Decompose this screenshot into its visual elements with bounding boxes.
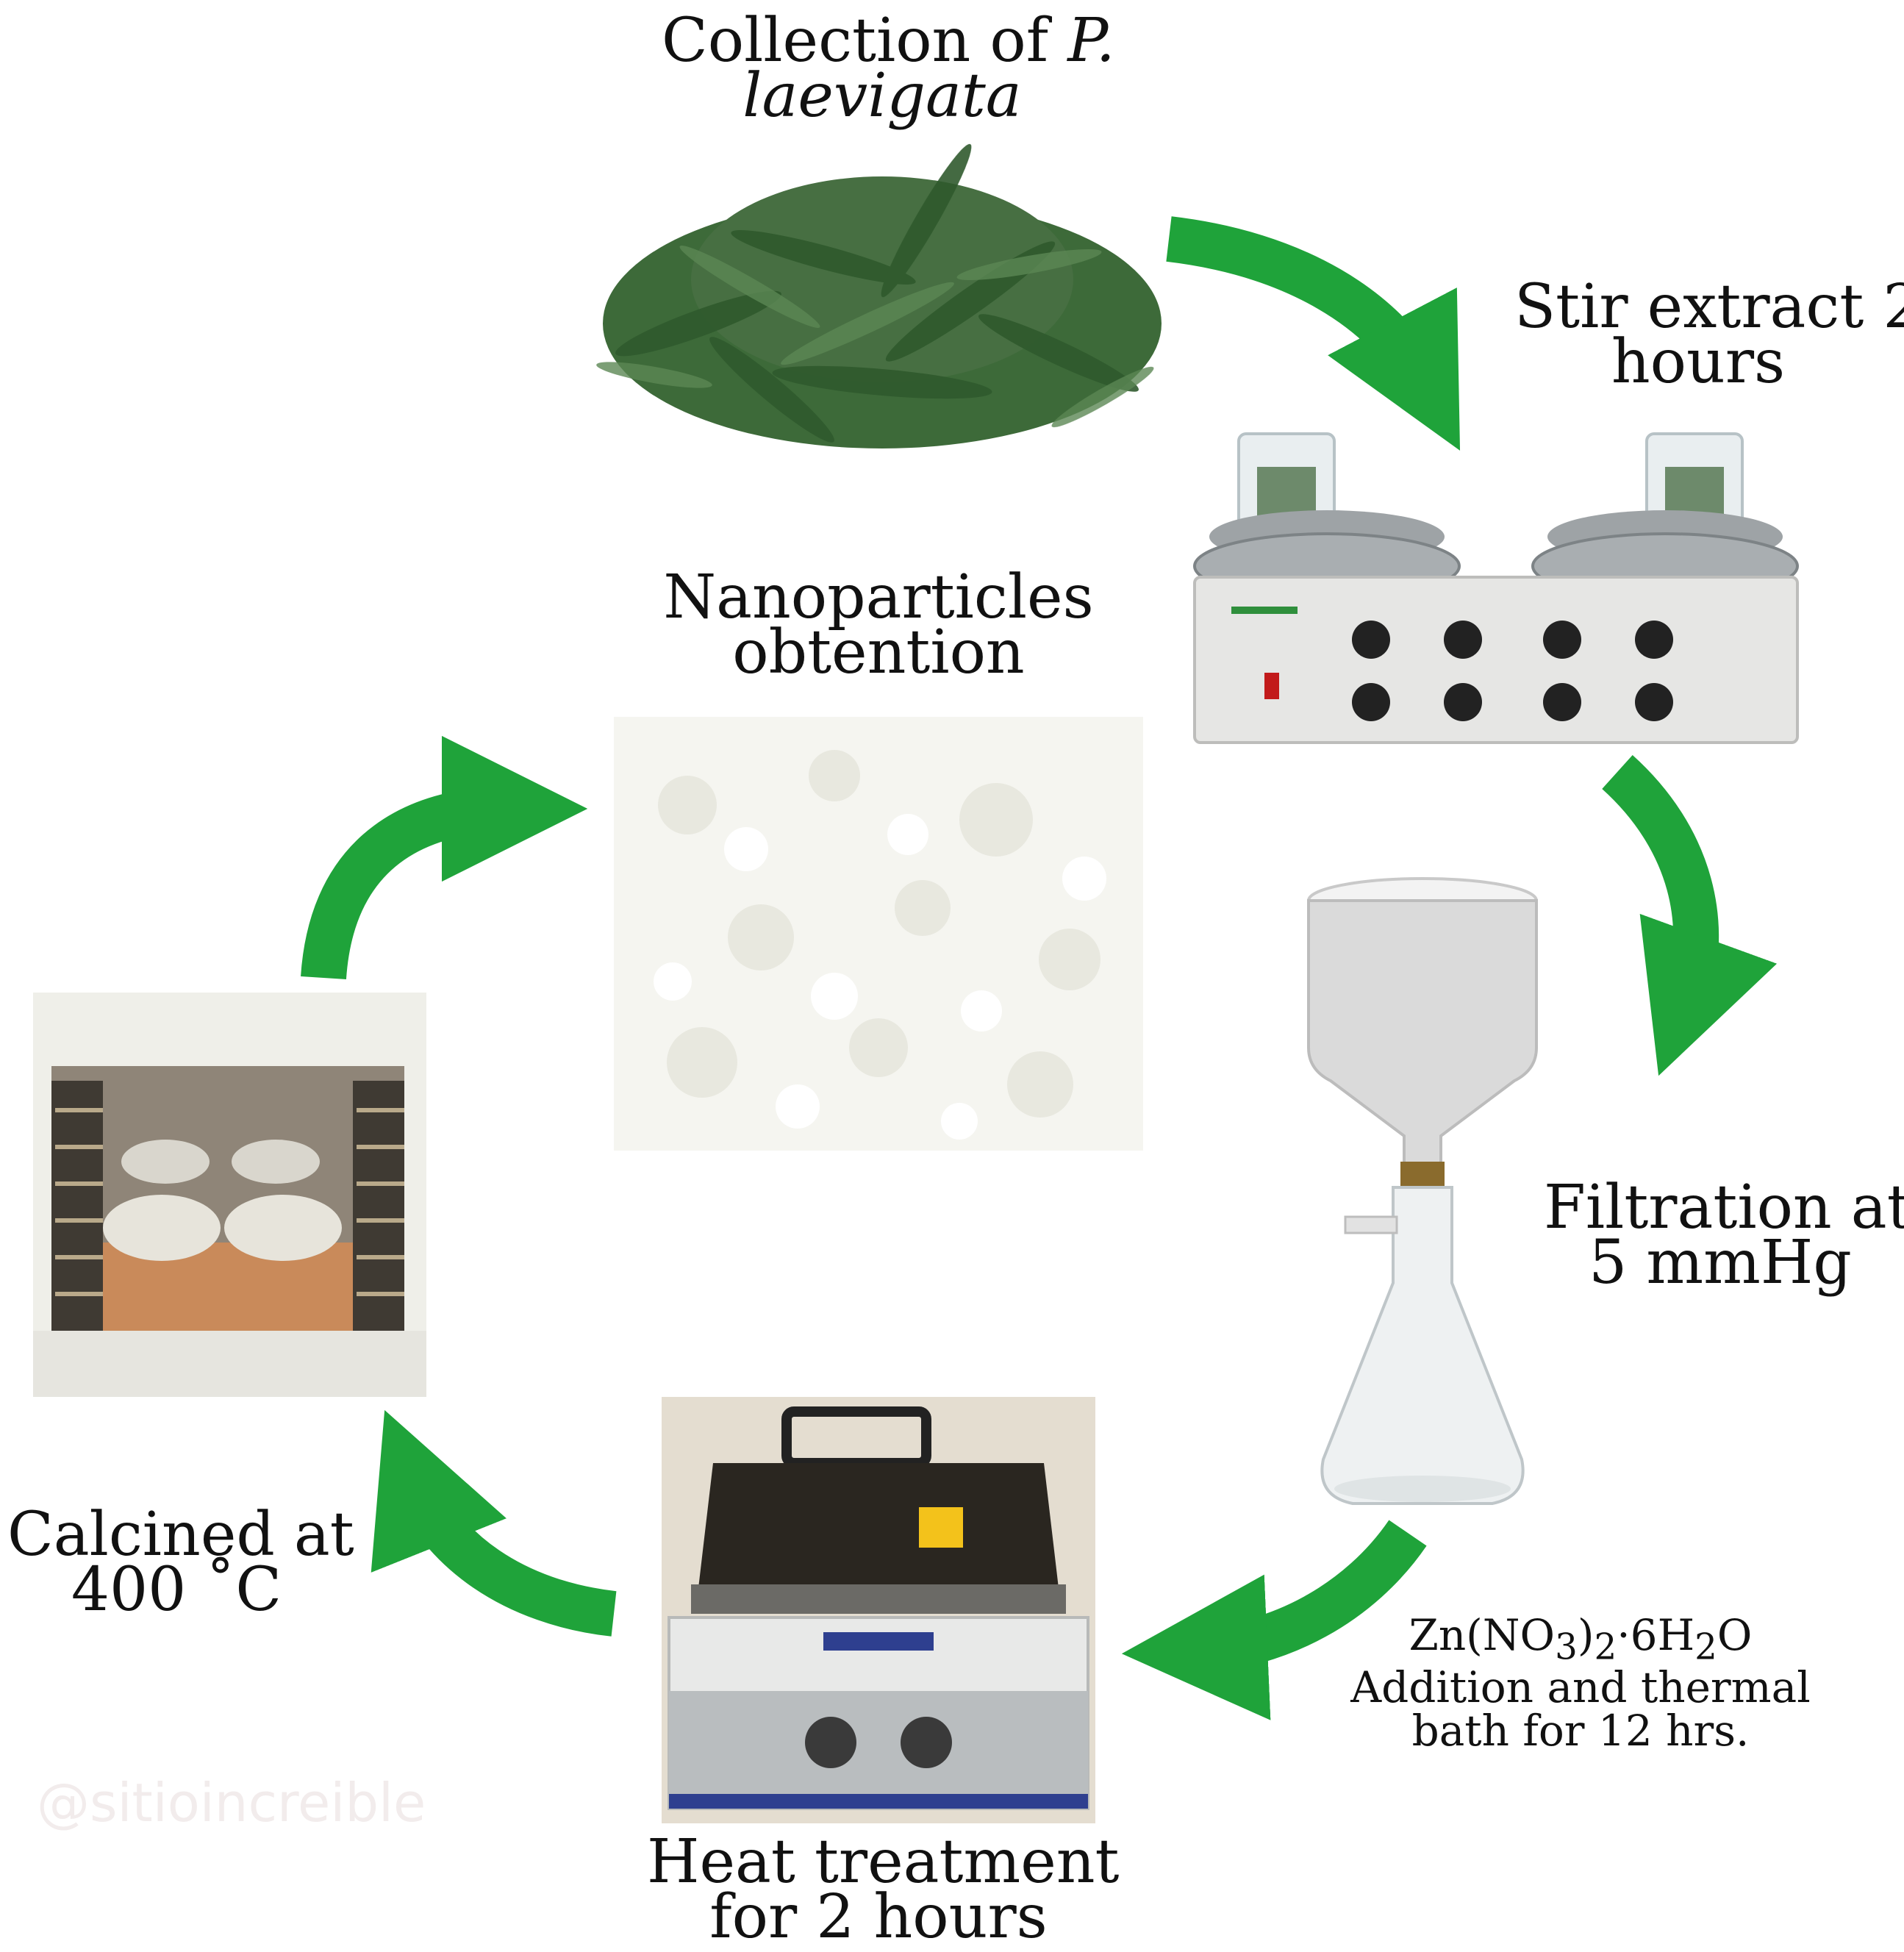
arrow-stir-to-filtration (1601, 754, 1778, 1076)
arrow-filtration-to-heat (1121, 1520, 1427, 1720)
label-stir-extract: Stir extract 2 hours (1514, 272, 1904, 398)
label-filtration: Filtration at 5 mmHg (1544, 1173, 1904, 1298)
nanoparticles-powder-photo (614, 717, 1143, 1151)
zn-formula: Zn(NO3)2·6H2O (1409, 1610, 1753, 1668)
arrow-heat-to-calcined (371, 1409, 617, 1637)
leaves-photo (588, 132, 1162, 456)
arrow-calcined-to-nano (301, 735, 588, 980)
label-collection: Collection of P. laevigata (662, 6, 1115, 132)
watermark: @sitioincreible (37, 1772, 426, 1834)
label-nanoparticles: Nanoparticles obtention (663, 562, 1094, 688)
furnace-photo (33, 993, 426, 1397)
heat-bath-photo (662, 1397, 1095, 1823)
label-zn-addition: Zn(NO3)2·6H2O Addition and thermal bath … (1345, 1610, 1816, 1753)
label-calcined: Calcined at 400 ˚C (7, 1500, 354, 1626)
filtration-photo (1301, 871, 1544, 1522)
stirrer-photo (1187, 412, 1805, 750)
label-heat-treatment: Heat treatment for 2 hours (647, 1827, 1120, 1952)
arrow-collection-to-stir (1166, 216, 1461, 451)
